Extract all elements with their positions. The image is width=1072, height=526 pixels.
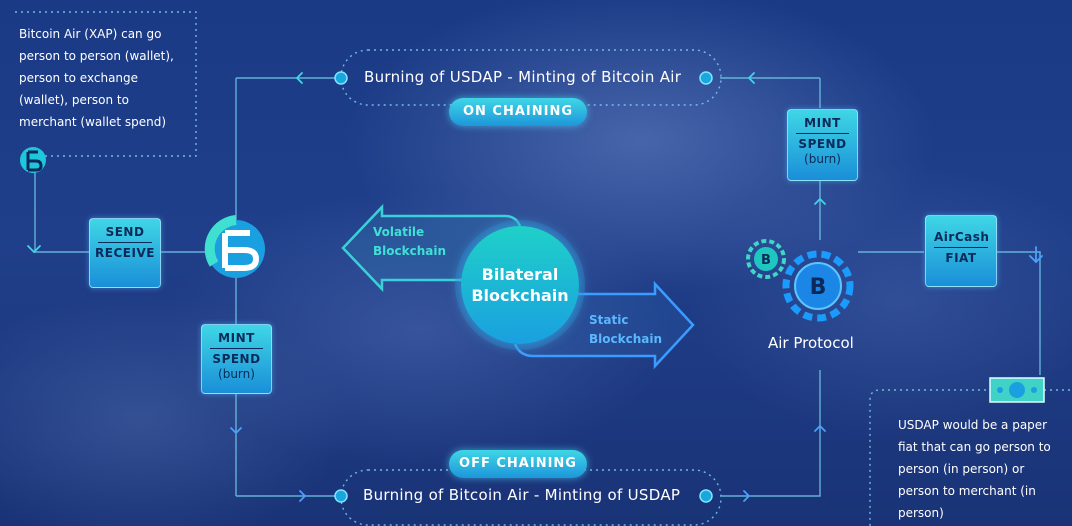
send-label: SEND <box>98 225 152 243</box>
arrow-icon <box>295 72 303 84</box>
aircash-label: AirCash <box>934 230 989 248</box>
static-line-1: Static <box>589 313 629 327</box>
bilateral-blockchain-circle: Bilateral Blockchain <box>461 226 579 344</box>
air-protocol-label: Air Protocol <box>768 334 854 352</box>
arrow-icon <box>299 490 307 502</box>
spend-label: SPEND <box>798 137 847 151</box>
volatile-line-1: Volatile <box>373 225 425 239</box>
svg-text:B: B <box>810 275 827 300</box>
mint-spend-left-box: MINT SPEND (burn) <box>201 324 272 394</box>
receive-label: RECEIVE <box>95 246 155 260</box>
note-line: person to person (wallet), <box>19 49 174 63</box>
mint-label: MINT <box>796 116 849 134</box>
svg-text:B: B <box>761 253 771 268</box>
static-label: Static Blockchain <box>589 311 662 349</box>
arrow-icon <box>27 245 41 254</box>
center-line-2: Blockchain <box>471 286 569 305</box>
note-line: (wallet), person to <box>19 93 129 107</box>
burn-label: (burn) <box>218 367 255 381</box>
volatile-label: Volatile Blockchain <box>373 223 446 261</box>
burn-label: (burn) <box>804 152 841 166</box>
note-line: Bitcoin Air (XAP) can go <box>19 27 162 41</box>
aircash-fiat-box: AirCash FIAT <box>925 215 997 287</box>
arrow-icon <box>747 72 755 84</box>
arrow-icon <box>743 490 751 502</box>
send-receive-box: SEND RECEIVE <box>89 218 161 288</box>
top-flow-label: Burning of USDAP - Minting of Bitcoin Ai… <box>364 68 682 86</box>
note-line: person (in person) or <box>898 462 1025 476</box>
on-chaining-pill: ON CHAINING <box>449 98 587 126</box>
arrow-icon <box>814 197 826 205</box>
arrow-icon <box>230 427 242 435</box>
center-line-1: Bilateral <box>481 265 559 284</box>
note-line: person to exchange <box>19 71 139 85</box>
mint-label: MINT <box>210 331 263 349</box>
volatile-line-2: Blockchain <box>373 244 447 258</box>
bitcoin-air-logo-icon <box>20 147 46 173</box>
static-arrow <box>513 280 695 370</box>
fiat-label: FIAT <box>945 251 977 265</box>
arrow-icon <box>814 424 826 432</box>
note-line: fiat that can go person to <box>898 440 1051 454</box>
right-note-border <box>869 389 1070 526</box>
mint-spend-right-box: MINT SPEND (burn) <box>787 109 858 181</box>
note-line: person to merchant (in <box>898 484 1036 498</box>
volatile-arrow <box>341 203 522 293</box>
gear-icon: B <box>782 250 854 322</box>
spend-label: SPEND <box>212 352 261 366</box>
left-note: Bitcoin Air (XAP) can go person to perso… <box>19 23 174 133</box>
bitcoin-air-logo-icon <box>204 215 265 278</box>
left-note-border <box>15 11 197 157</box>
off-chaining-pill: OFF CHAINING <box>449 450 587 478</box>
gear-icon: B <box>746 239 786 279</box>
banknote-icon <box>989 377 1045 403</box>
static-line-2: Blockchain <box>589 332 663 346</box>
bottom-flow-label: Burning of Bitcoin Air - Minting of USDA… <box>363 486 681 504</box>
note-line: merchant (wallet spend) <box>19 115 166 129</box>
note-line: USDAP would be a paper <box>898 418 1048 432</box>
note-line: person) <box>898 506 944 520</box>
right-note: USDAP would be a paper fiat that can go … <box>898 414 1051 524</box>
